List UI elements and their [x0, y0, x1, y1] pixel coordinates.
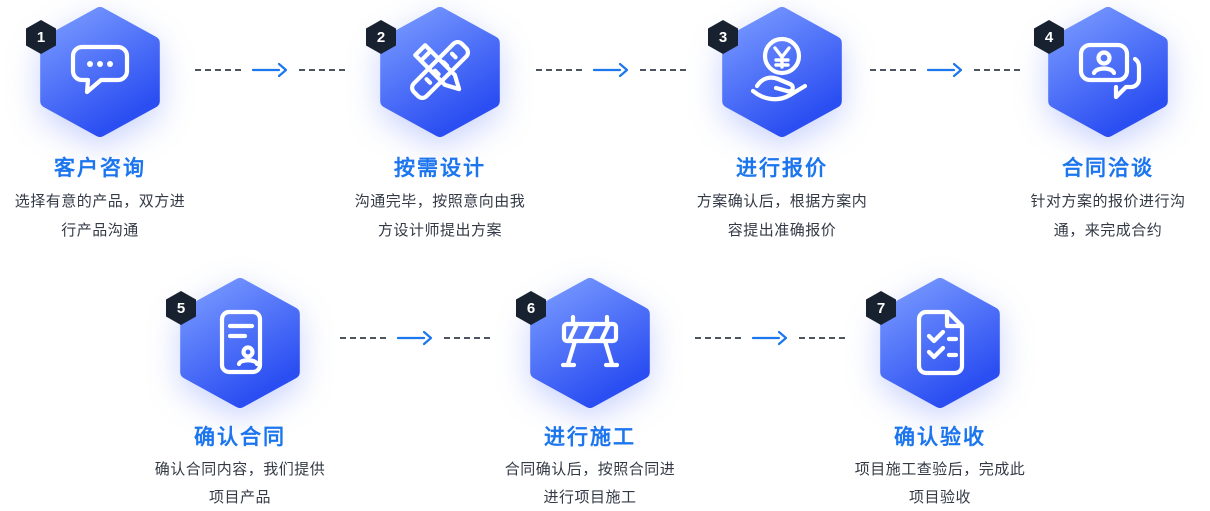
step-description-line2: 行产品沟通	[61, 222, 139, 239]
step-description-line1: 项目施工查验后，完成此	[854, 461, 1026, 478]
construction-barrier-icon	[560, 314, 620, 368]
hexagon-shape	[40, 7, 160, 137]
flow-arrow-1-2	[195, 62, 345, 78]
step-card-4: 4 合同洽谈 针对方案的报价进行沟 通，来完成合约	[988, 6, 1210, 245]
dash-line	[695, 337, 741, 339]
step-description-line2: 通，来完成合约	[1053, 222, 1163, 239]
dash-line	[195, 69, 241, 71]
dash-line	[536, 69, 582, 71]
step-description-line1: 针对方案的报价进行沟	[1030, 193, 1186, 210]
step-description: 项目施工查验后，完成此 项目验收	[855, 456, 1026, 511]
dash-line	[974, 69, 1020, 71]
arrow-right-icon	[927, 62, 963, 78]
step-card-3: 3 进行报价 方案确认后，根据方案内 容提出准确报价	[662, 6, 902, 245]
step-hexagon: 1	[26, 6, 160, 138]
negotiation-bubble-icon	[1078, 42, 1142, 100]
step-description: 选择有意的产品，双方进 行产品沟通	[15, 187, 186, 245]
chat-bubble-icon	[70, 44, 130, 95]
step-description-line1: 方案确认后，根据方案内	[696, 193, 868, 210]
dash-line	[870, 69, 916, 71]
step-title: 确认验收	[894, 426, 986, 449]
flow-arrow-6-7	[695, 330, 845, 346]
step-hexagon: 4	[1034, 6, 1168, 138]
step-card-7: 7 确认验收 项目施工查验后，完成此 项目验收	[820, 277, 1060, 511]
step-number: 3	[718, 28, 728, 46]
step-description: 合同确认后，按照合同进 进行项目施工	[505, 456, 676, 511]
flow-arrow-5-6	[340, 330, 490, 346]
step-hexagon: 5	[166, 277, 300, 409]
step-hexagon: 7	[866, 277, 1000, 409]
flow-arrow-2-3	[536, 62, 686, 78]
hexagon-shape	[722, 7, 842, 137]
step-description-line2: 进行项目施工	[543, 489, 637, 506]
step-description-line1: 沟通完毕，按照意向由我	[354, 193, 526, 210]
step-description-line2: 项目产品	[208, 489, 271, 506]
hexagon-shape	[880, 278, 1000, 408]
step-description-line1: 确认合同内容，我们提供	[154, 461, 326, 478]
step-description-line2: 项目验收	[908, 489, 971, 506]
step-title: 进行报价	[736, 157, 828, 180]
step-number: 6	[526, 299, 536, 317]
step-number: 5	[176, 299, 186, 317]
step-description: 沟通完毕，按照意向由我 方设计师提出方案	[355, 187, 526, 245]
step-number: 4	[1044, 28, 1054, 46]
step-hexagon: 3	[708, 6, 842, 138]
step-title: 确认合同	[194, 426, 286, 449]
hexagon-shape	[530, 278, 650, 408]
hexagon-shape	[180, 278, 300, 408]
step-hexagon: 2	[366, 6, 500, 138]
arrow-right-icon	[252, 62, 288, 78]
dash-line	[640, 69, 686, 71]
dash-line	[340, 337, 386, 339]
acceptance-checklist-icon	[916, 309, 965, 376]
arrow-right-icon	[593, 62, 629, 78]
step-hexagon: 6	[516, 277, 650, 409]
step-description: 确认合同内容，我们提供 项目产品	[155, 456, 326, 511]
dash-line	[799, 337, 845, 339]
step-description-line1: 选择有意的产品，双方进	[14, 193, 186, 210]
step-title: 客户咨询	[54, 157, 146, 180]
step-description: 方案确认后，根据方案内 容提出准确报价	[697, 187, 868, 245]
step-description-line2: 容提出准确报价	[727, 222, 837, 239]
step-card-5: 5 确认合同 确认合同内容，我们提供 项目产品	[120, 277, 360, 511]
step-number: 7	[876, 299, 886, 317]
hexagon-shape	[1048, 7, 1168, 137]
contract-document-icon	[219, 309, 263, 375]
step-title: 按需设计	[394, 157, 486, 180]
step-card-1: 1 客户咨询 选择有意的产品，双方进 行产品沟通	[0, 6, 220, 245]
step-number: 1	[36, 28, 46, 46]
hexagon-shape	[380, 7, 500, 137]
step-description: 针对方案的报价进行沟 通，来完成合约	[1030, 187, 1185, 245]
design-tools-icon	[409, 39, 471, 101]
arrow-right-icon	[397, 330, 433, 346]
step-card-2: 2 按需设计 沟通完毕，按照意向由我 方设计师提出方案	[320, 6, 560, 245]
flow-arrow-3-4	[870, 62, 1020, 78]
price-hand-icon	[750, 36, 808, 102]
step-title: 合同洽谈	[1062, 157, 1154, 180]
arrow-right-icon	[752, 330, 788, 346]
step-title: 进行施工	[544, 426, 636, 449]
step-description-line2: 方设计师提出方案	[377, 222, 502, 239]
step-card-6: 6 进行施工 合同确认后，按照合同进 进行项目施工	[470, 277, 710, 511]
dash-line	[299, 69, 345, 71]
step-description-line1: 合同确认后，按照合同进	[504, 461, 676, 478]
step-number: 2	[376, 28, 386, 46]
dash-line	[444, 337, 490, 339]
